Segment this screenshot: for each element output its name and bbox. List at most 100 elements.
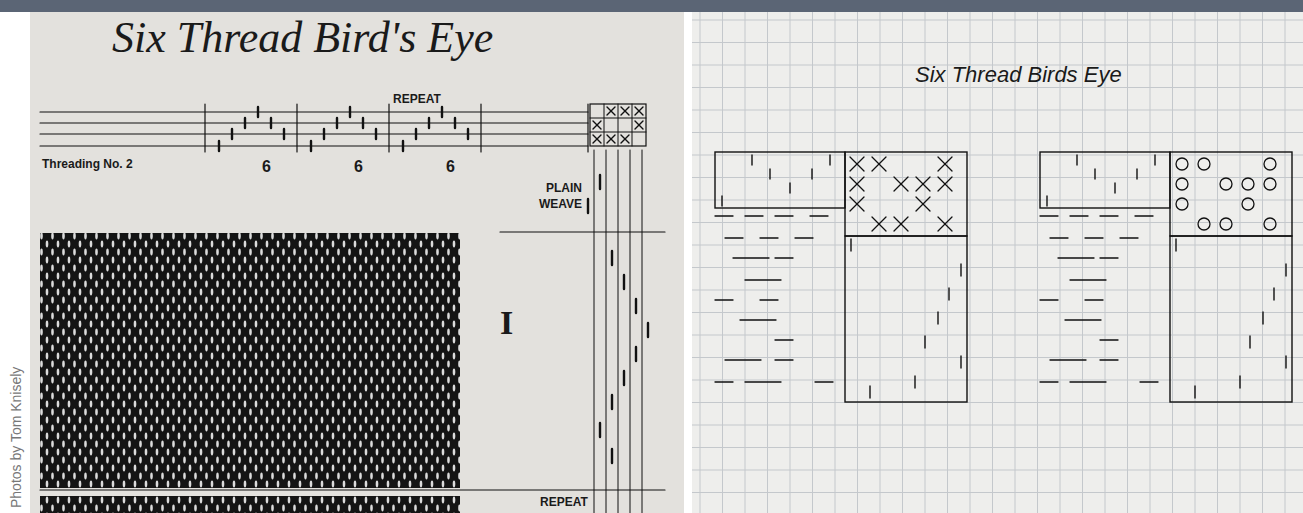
tie-up-x [938,217,952,231]
tie-up-x [607,135,615,143]
treadle-line [606,150,607,513]
shaft-line [40,111,588,112]
tie-up-x [872,157,886,171]
grid-line [692,42,1303,43]
threading-tick [721,196,722,206]
tie-up-o [1264,158,1276,170]
repeat-divider [388,104,389,152]
tie-up-x [850,177,864,191]
shaft-line [40,133,588,134]
treadling-tick [937,312,938,324]
tie-up-x [938,177,952,191]
drawdown-dash [725,237,743,238]
tie-up-line [618,104,619,146]
threading-tick [310,141,312,151]
tie-up-o [1220,178,1232,190]
treadling-tick [611,449,613,463]
grid-line [692,335,1303,336]
treadling-tick [1285,356,1286,368]
threading-tick [231,129,233,139]
grid-line [692,357,1303,358]
tie-up-o [1220,218,1232,230]
tie-up-x [916,177,930,191]
treadle-line [642,150,643,513]
drawdown-dash [715,381,733,382]
threading-tick [375,129,377,139]
drawdown-dash [1040,215,1058,216]
drawdown-dash [1040,299,1058,300]
plain-weave-label: PLAIN WEAVE [530,180,582,212]
threading-tick [402,141,404,151]
drawdown-dash [810,215,828,216]
treadle-line [594,150,595,513]
tie-up-x [850,197,864,211]
drawdown-dash [1120,237,1138,238]
threading-tick [769,169,770,179]
treadle-line [618,150,619,513]
drawdown-dash [1040,381,1058,382]
threading-tick [454,118,456,128]
treadling-tick [960,356,961,368]
repeat-label: REPEAT [540,494,588,510]
repeat-divider [204,104,205,152]
grid-line [692,245,1303,246]
tie-up-x [607,107,615,115]
grid-line [692,380,1303,381]
drawdown-dash [760,299,778,300]
tie-up-x [850,157,864,171]
tie-up-o [1264,218,1276,230]
threading-tick [789,183,790,193]
sample-number: I [500,300,513,346]
top-band [0,0,1303,12]
repeat-divider [296,104,297,152]
grid-line [692,177,1303,178]
treadling-tick [1249,336,1250,348]
tie-up-o [1242,198,1254,210]
threading-tick [415,129,417,139]
tie-up-x [593,135,601,143]
drawdown-dash [745,215,763,216]
grid-line [1195,0,1196,513]
treadling-tick [635,299,637,313]
threading-tick [244,118,246,128]
grid-line [692,492,1303,493]
grid-line [692,87,1303,88]
treadling-tick [1285,264,1286,276]
threading-tick [811,169,812,179]
grid-line [902,0,903,513]
grid-line [692,132,1303,133]
tie-up-o [1176,198,1188,210]
treadling-tick [623,275,625,289]
grid-line [722,0,723,513]
repeat-label: REPEAT [393,91,441,107]
drawdown-dash [740,319,776,320]
drawdown-dash [775,339,793,340]
drawdown-dash [733,257,769,258]
grid-line [1172,0,1173,513]
drawdown-dash [715,215,733,216]
tie-up-x [635,121,643,129]
grid-line [812,0,813,513]
tie-up-o [1198,158,1210,170]
drawdown-dash [1050,359,1086,360]
repeat-divider [480,104,481,152]
draft-box [845,152,967,236]
tie-up-x [872,157,886,171]
grid-line [1240,0,1241,513]
shaft-line [40,145,588,146]
drawdown-dash [745,381,781,382]
grid-line [700,0,701,513]
drawdown-dash [815,381,833,382]
grid-line [692,312,1303,313]
drawdown-dash [1070,215,1088,216]
treadling-tick [960,264,961,276]
threading-tick [323,129,325,139]
grid-line [692,267,1303,268]
thread-count: 6 [446,156,455,178]
grid-line [692,470,1303,471]
tie-up-x [621,107,629,115]
drawdown-dash [1100,359,1118,360]
treadling-tick [1262,312,1263,324]
tie-up-x [938,217,952,231]
treadling-tick [647,323,649,337]
